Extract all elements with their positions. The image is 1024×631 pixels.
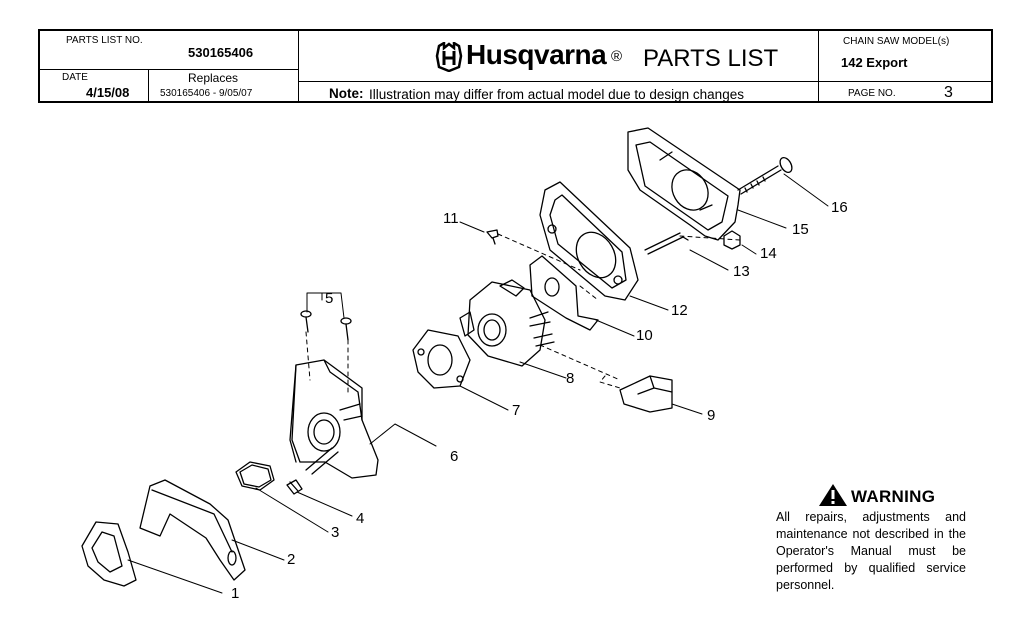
carburetor-plate-part [539, 181, 639, 301]
callout-10: 10 [636, 327, 653, 344]
model-label: CHAIN SAW MODEL(s) [843, 36, 950, 47]
heat-shield-part [139, 479, 246, 581]
model-value: 142 Export [841, 55, 908, 70]
page-label: PAGE NO. [848, 88, 896, 99]
callout-2: 2 [287, 551, 296, 568]
callout-12: 12 [671, 302, 688, 319]
warning-title: WARNING [851, 487, 936, 506]
o-ring-part [235, 461, 275, 491]
parts-list-number: 530165406 [188, 45, 254, 60]
long-screw-part [737, 156, 793, 195]
warning-text: All repairs, adjustments and maintenance… [776, 510, 966, 592]
registered-mark: ® [611, 48, 623, 65]
callout-1: 1 [231, 585, 240, 602]
parts-list-header: PARTS LIST NO. 530165406 DATE 4/15/08 Re… [38, 29, 993, 103]
warning-notice: WARNING All repairs, adjustments and mai… [776, 484, 966, 594]
callout-13: 13 [733, 263, 750, 280]
replaces-label: Replaces [188, 71, 239, 85]
carburetor-gasket-part [412, 329, 471, 389]
date-label: DATE [62, 72, 88, 83]
callout-8: 8 [566, 370, 575, 387]
note-label: Note: [329, 86, 364, 101]
replaces-value: 530165406 - 9/05/07 [160, 88, 253, 99]
callout-5: 5 [325, 290, 334, 307]
callout-6: 6 [450, 448, 459, 465]
bottom-cover-part [81, 521, 137, 587]
callout-9: 9 [707, 407, 716, 424]
callout-leader-lines [127, 173, 829, 594]
nut-and-stud-parts [644, 230, 741, 255]
carburetor-part [459, 279, 555, 367]
warning-triangle-icon [819, 484, 847, 506]
brand-name: Husqvarna [466, 39, 607, 70]
choke-control-part [619, 375, 673, 413]
assembly-alignment-lines [305, 233, 741, 396]
note-text: Illustration may differ from actual mode… [369, 87, 744, 102]
callout-3: 3 [331, 524, 340, 541]
fuel-nipple-part [286, 479, 303, 495]
husqvarna-crown-logo-icon [435, 42, 463, 72]
small-screw-part [486, 229, 499, 245]
intake-housing-part [289, 359, 379, 479]
page-number: 3 [944, 84, 953, 101]
callout-4: 4 [356, 510, 365, 527]
housing-screws-part [300, 310, 352, 341]
date-value: 4/15/08 [86, 85, 130, 100]
callout-7: 7 [512, 402, 521, 419]
carburetor-bracket-part [529, 255, 599, 331]
callout-15: 15 [792, 221, 809, 238]
callout-14: 14 [760, 245, 777, 262]
parts-list-no-label: PARTS LIST NO. [66, 35, 143, 46]
callout-16: 16 [831, 199, 848, 216]
callout-11: 11 [443, 210, 459, 227]
document-title: PARTS LIST [643, 45, 779, 72]
air-filter-cover-part [627, 127, 741, 241]
